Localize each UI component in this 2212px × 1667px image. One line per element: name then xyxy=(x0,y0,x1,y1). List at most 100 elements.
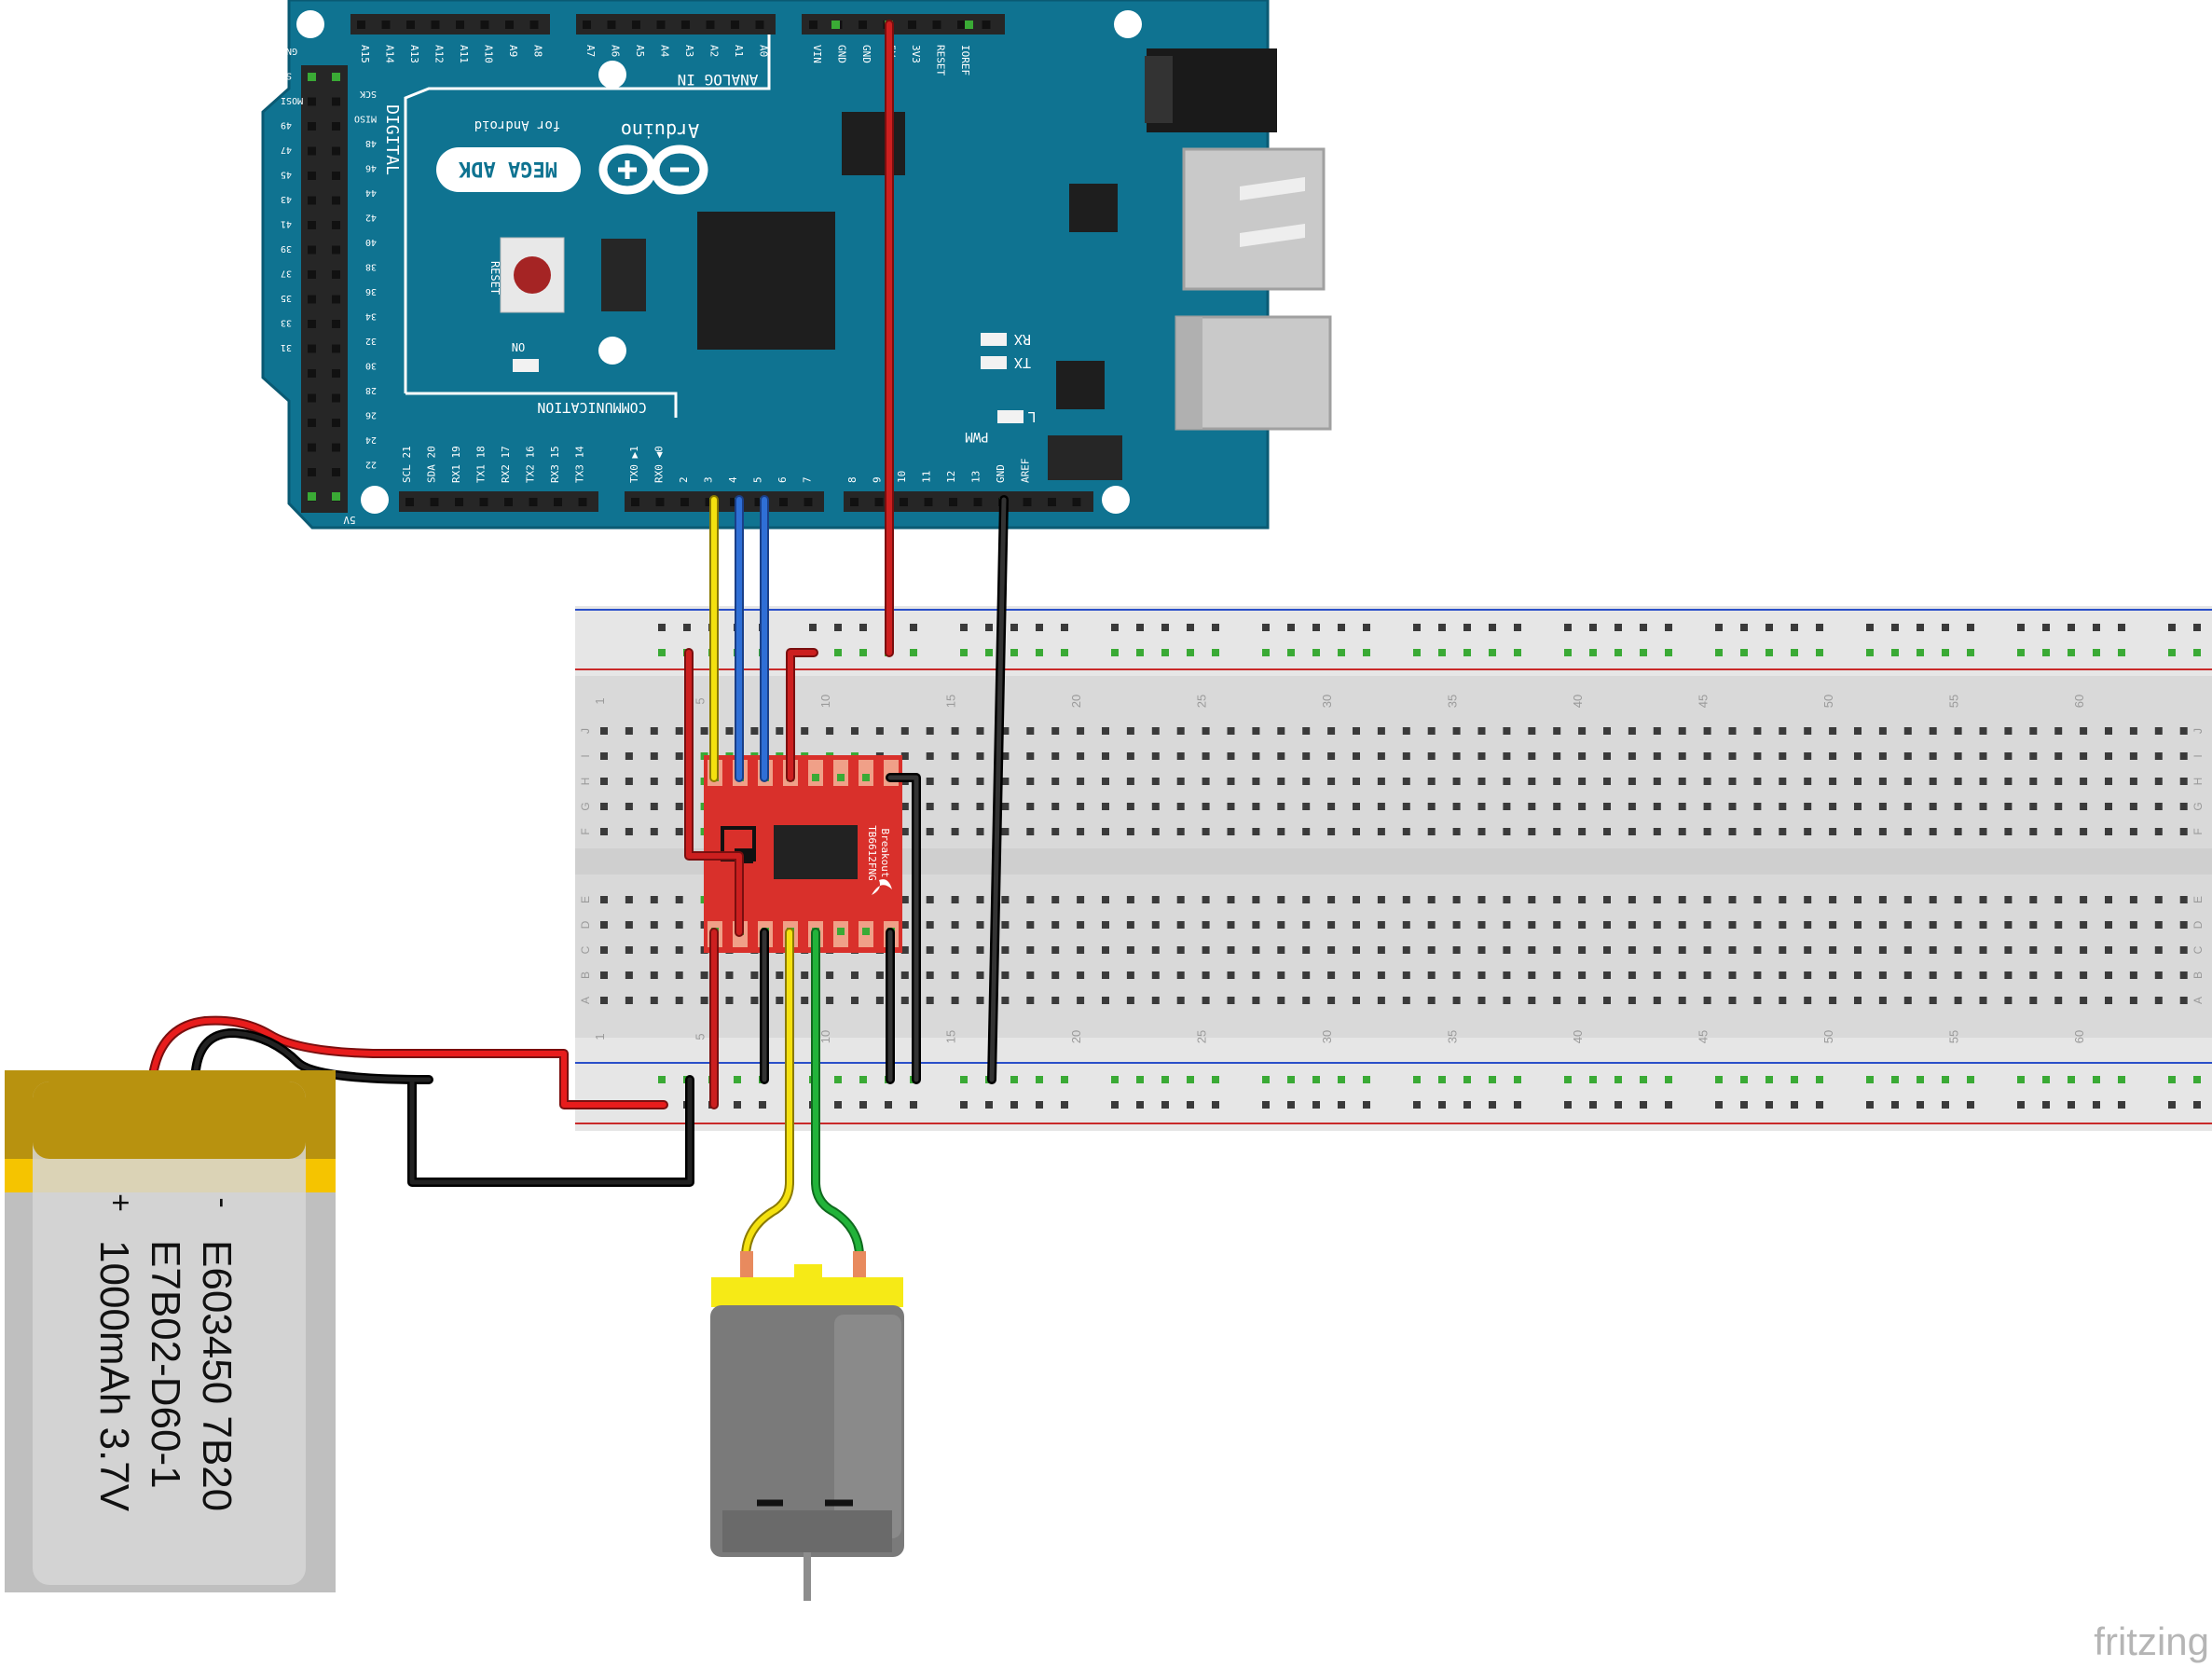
breadboard-hole xyxy=(1628,896,1636,903)
breadboard-hole xyxy=(1715,1076,1723,1083)
header-pin xyxy=(381,21,391,29)
breadboard-hole xyxy=(1338,1076,1345,1083)
breadboard-hole xyxy=(776,727,784,735)
pin-label: 34 xyxy=(365,311,377,322)
breadboard-hole xyxy=(1942,1076,1949,1083)
breadboard-hole xyxy=(1212,1076,1219,1083)
breadboard-hole xyxy=(1791,1076,1798,1083)
arduino-mega-adk-board: MEGA ADK for Android Arduino RESET ON RX… xyxy=(261,0,1332,530)
breadboard-hole xyxy=(1377,946,1385,954)
breadboard-hole xyxy=(1503,896,1511,903)
breadboard-hole xyxy=(2080,803,2088,810)
breadboard-hole xyxy=(1979,946,1987,954)
breadboard-hole xyxy=(1026,803,1035,810)
arduino-logo-text: Arduino xyxy=(621,119,699,142)
breadboard-hole xyxy=(2118,624,2125,631)
breadboard-hole xyxy=(1866,1076,1874,1083)
breadboard-hole xyxy=(1728,828,1737,835)
row-letter: E xyxy=(2191,896,2205,903)
header-pin xyxy=(332,393,340,403)
header-pin xyxy=(308,369,316,378)
column-number: 5 xyxy=(694,1033,708,1040)
rx-led xyxy=(981,333,1007,346)
breadboard-hole xyxy=(1051,752,1060,760)
breadboard-hole xyxy=(1338,1101,1345,1109)
pin-label: SCK xyxy=(360,89,377,99)
breadboard-hole xyxy=(976,997,984,1004)
breadboard-hole xyxy=(2129,778,2137,785)
header-pin xyxy=(982,21,991,29)
breadboard-hole xyxy=(1715,1101,1723,1109)
breadboard-hole xyxy=(2179,896,2188,903)
breadboard-hole xyxy=(1026,896,1035,903)
column-number: 40 xyxy=(1571,695,1585,708)
breadboard-hole xyxy=(1262,624,1270,631)
breadboard-hole xyxy=(976,946,984,954)
column-number: 15 xyxy=(944,695,958,708)
pin-label: A10 xyxy=(483,45,495,63)
pin-label: 35 xyxy=(281,293,292,303)
breadboard-hole xyxy=(1740,624,1748,631)
breadboard-hole xyxy=(1703,752,1711,760)
breadboard-hole xyxy=(1252,778,1260,785)
breadboard-hole xyxy=(985,1101,993,1109)
breadboard-hole xyxy=(826,727,834,735)
breadboard-hole xyxy=(1051,778,1060,785)
mounting-hole xyxy=(598,337,626,365)
breadboard-hole xyxy=(834,1076,842,1083)
breadboard-hole xyxy=(1161,624,1169,631)
motor-terminal xyxy=(740,1251,753,1279)
breadboard-hole xyxy=(2179,828,2188,835)
breadboard-hole xyxy=(1161,1076,1169,1083)
header-pin xyxy=(308,344,316,353)
mounting-hole xyxy=(1114,10,1142,38)
breadboard-hole xyxy=(1728,971,1737,979)
breadboard-hole xyxy=(1503,727,1511,735)
pin-label: 7 xyxy=(802,476,814,483)
breadboard-hole xyxy=(1353,946,1360,954)
pin-label: RESET xyxy=(935,45,947,76)
header-pin xyxy=(607,21,616,29)
breadboard-hole xyxy=(926,997,934,1004)
column-number: 30 xyxy=(1320,1030,1334,1043)
breadboard-hole xyxy=(1377,778,1385,785)
breadboard-hole xyxy=(2154,971,2163,979)
breadboard-hole xyxy=(1312,624,1320,631)
breadboard-hole xyxy=(2129,921,2137,929)
breadboard-hole xyxy=(1061,649,1068,656)
breadboard-hole xyxy=(859,1101,867,1109)
header-pin xyxy=(554,498,562,506)
breadboard-hole xyxy=(1212,624,1219,631)
header-pin xyxy=(308,245,316,255)
breadboard-hole xyxy=(1578,752,1587,760)
breadboard-hole xyxy=(1878,778,1887,785)
header-pin xyxy=(455,498,463,506)
breadboard-hole xyxy=(976,971,984,979)
breadboard-hole xyxy=(2179,727,2188,735)
breadboard-hole xyxy=(2029,971,2038,979)
breadboard-hole xyxy=(1327,778,1336,785)
breadboard-hole xyxy=(809,624,817,631)
breadboard-hole xyxy=(1553,752,1561,760)
breadboard-hole xyxy=(725,727,734,735)
column-number: 45 xyxy=(1697,695,1711,708)
breadboard-hole xyxy=(1804,778,1812,785)
pin-label: SS xyxy=(281,71,292,81)
breadboard-hole xyxy=(1553,828,1561,835)
breadboard-hole xyxy=(1678,803,1686,810)
rx-label: RX xyxy=(1014,331,1031,348)
reset-button-cap[interactable] xyxy=(514,256,551,294)
column-number: 20 xyxy=(1069,695,1083,708)
motor-terminal xyxy=(853,1251,866,1279)
breadboard-hole xyxy=(1010,1076,1018,1083)
column-number: 55 xyxy=(1947,695,1961,708)
breadboard-hole xyxy=(1804,727,1812,735)
breadboard-hole xyxy=(1136,1101,1144,1109)
pin-label: 5 xyxy=(752,476,764,483)
breadboard-hole xyxy=(1854,828,1862,835)
breadboard-hole xyxy=(1036,624,1043,631)
breadboard-hole xyxy=(1903,828,1912,835)
breadboard-hole xyxy=(1051,946,1060,954)
breadboard-hole xyxy=(700,997,708,1004)
breadboard-hole xyxy=(1452,921,1461,929)
